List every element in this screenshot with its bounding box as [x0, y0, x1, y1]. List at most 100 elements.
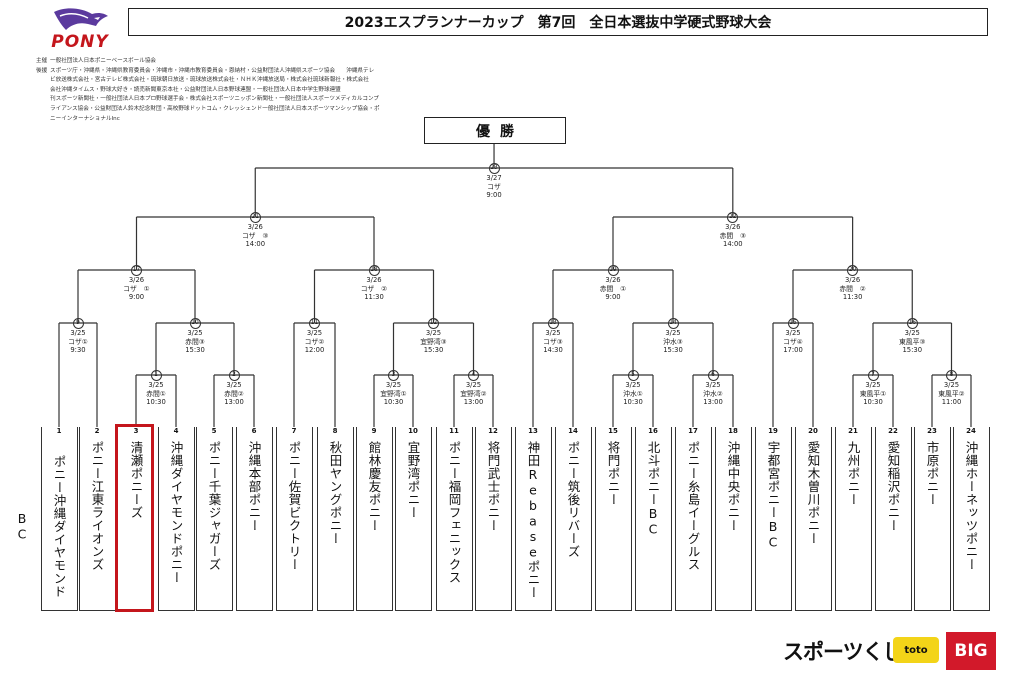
match-date: 3/26	[844, 276, 861, 284]
match-date: 3/25	[465, 381, 482, 389]
match-number-wrap: 15	[763, 318, 823, 329]
match-number-wrap: 13	[523, 318, 583, 329]
sponsor-row: 主催一般社団法人日本ポニーベースボール協会	[36, 57, 476, 67]
sponsor-text: ニーインターナショナルInc	[50, 115, 120, 122]
match-number-wrap: 18	[344, 265, 404, 276]
match-time: 15:30	[423, 346, 444, 355]
match-date: 3/25	[665, 329, 681, 337]
match-time: 15:30	[902, 346, 923, 355]
match-number: 20	[847, 265, 859, 276]
team-name: 沖縄中央ポニー	[725, 441, 741, 532]
match-date: 3/26	[366, 276, 382, 284]
match-number-wrap: 7	[843, 370, 903, 381]
match-venue: 赤間 ①	[599, 284, 627, 293]
match-venue: 赤間①	[146, 389, 166, 398]
match-number-wrap: 4	[444, 370, 504, 381]
match-number-wrap: 14	[643, 318, 703, 329]
match-number: 11	[309, 318, 320, 329]
team-name: 愛知稲沢ポニー	[885, 441, 901, 532]
sponsor-row: ライアンス協会・公益財団法人鈴木記念財団・高校野球ドットコム・クレッシェンド一般…	[36, 105, 476, 115]
match-date: 3/25	[148, 381, 164, 389]
match-time: 9:00	[605, 293, 621, 302]
match-date: 3/25	[943, 381, 960, 389]
team-box	[394, 427, 432, 611]
match-number-wrap: 16	[882, 318, 942, 329]
team-number: 20	[808, 427, 818, 435]
match-date: 3/25	[306, 329, 323, 337]
match-venue: 赤間③	[185, 337, 205, 346]
match-number: 16	[906, 318, 918, 329]
match-venue: コザ①	[68, 337, 88, 346]
match-date: 3/25	[785, 329, 801, 337]
match-time: 10:30	[623, 398, 643, 407]
team-number: 17	[688, 427, 698, 435]
team-name: ポニー佐賀ビクトリー	[286, 441, 302, 571]
big-logo: BIG	[946, 632, 996, 670]
match-number: 4	[468, 370, 479, 381]
team-box	[235, 427, 273, 611]
match-time: 14:00	[723, 240, 743, 249]
match-number: 23	[488, 163, 500, 174]
match-time: 13:00	[703, 398, 723, 407]
match-number-wrap: 20	[823, 265, 883, 276]
toto-logo: toto	[893, 637, 939, 663]
team-box	[594, 427, 632, 611]
team-number: 3	[133, 427, 139, 435]
match-time: 10:30	[383, 398, 404, 407]
sponsor-list: 主催一般社団法人日本ポニーベースボール協会後援スポーツ庁・沖縄県・沖縄県教育委員…	[36, 57, 476, 124]
team-name: 清瀬ポニーズ	[128, 441, 144, 519]
team-number: 9	[371, 427, 377, 435]
team-number: 15	[608, 427, 618, 435]
match-number: 9	[72, 318, 84, 329]
match-date: 3/25	[425, 329, 442, 337]
match-venue: 東風平③	[899, 337, 926, 346]
team-name: 沖縄ホーネッツポニー	[963, 441, 979, 571]
team-box	[355, 427, 393, 611]
team-name: 九州ポニー	[845, 441, 861, 506]
team-box	[674, 427, 712, 611]
tournament-title-text: 2023エスプランナーカップ 第7回 全日本選抜中学硬式野球大会	[344, 15, 772, 31]
match-number: 2	[228, 370, 240, 381]
match-time: 14:30	[543, 346, 563, 355]
team-box	[514, 427, 552, 611]
team-number: 14	[568, 427, 578, 435]
sponsor-row: ビ放送株式会社・宮古テレビ株式会社・琉球朝日放送・琉球放送株式会社・ＮＨＫ沖縄放…	[36, 76, 476, 86]
pony-logo: PONY	[36, 6, 120, 58]
team-name: 将門武士ポニー	[485, 441, 501, 532]
match-date: 3/25	[865, 381, 881, 389]
team-highlight-box	[114, 424, 154, 612]
sponsor-row: 刊スポーツ新聞社・一般社団法人日本プロ野球選手会・株式会社スポーツニッポン新聞社…	[36, 95, 476, 105]
match-venue: 東風平①	[859, 389, 887, 398]
match-date: 3/25	[904, 329, 920, 337]
match-number-wrap: 6	[683, 370, 743, 381]
match-venue: 沖水③	[663, 337, 683, 346]
match-venue: コザ④	[783, 337, 803, 346]
match-time: 15:30	[185, 346, 205, 355]
team-name: ポニー千葉ジャガーズ	[206, 441, 222, 571]
team-number: 4	[173, 427, 179, 435]
pony-logo-text: PONY	[51, 32, 109, 52]
